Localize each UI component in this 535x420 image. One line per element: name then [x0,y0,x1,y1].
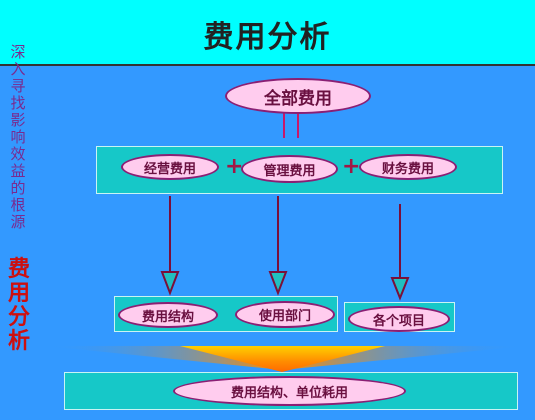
arrow-head [160,271,180,296]
title-divider [0,64,535,66]
node-using-department: 使用部门 [235,301,335,328]
plus-sign: + [342,154,361,179]
funnel-center [180,346,385,372]
node-expense-structure: 费用结构 [118,302,218,328]
node-financial-expenses: 财务费用 [359,154,457,180]
arrow-head [390,277,410,301]
node-operating-expenses: 经营费用 [121,154,219,180]
side-vertical-text: 深入寻找影响效益的根源 [10,43,26,231]
side-emphasis-text: 费用分析 [7,257,30,354]
plus-sign: + [225,154,244,179]
node-structure-unit-consumption: 费用结构、单位耗用 [173,376,406,406]
page-title: 费用分析 [203,20,332,55]
node-all-expenses: 全部费用 [225,78,371,114]
title-bar [0,0,535,66]
node-management-expenses: 管理费用 [241,155,338,183]
node-each-item: 各个项目 [348,306,450,332]
arrow-head [268,271,288,296]
